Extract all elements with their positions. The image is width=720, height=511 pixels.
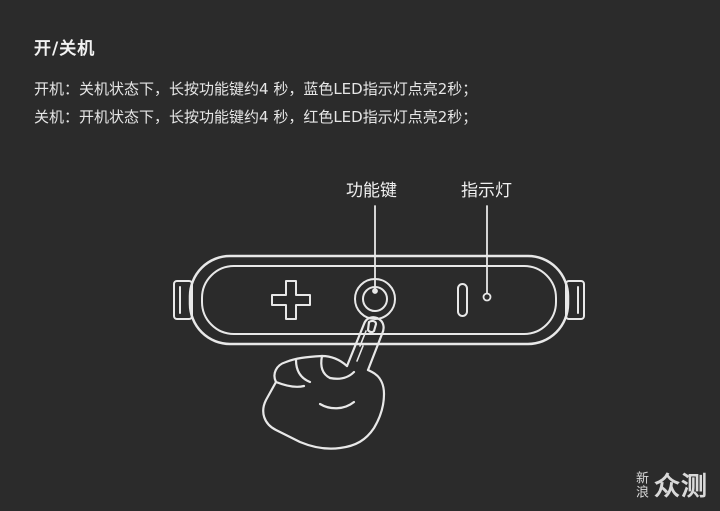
- power-on-instruction: 开机：关机状态下，长按功能键约4 秒，蓝色LED指示灯点亮2秒；: [34, 80, 478, 98]
- pointing-hand-icon: [262, 316, 386, 450]
- left-end-cap: [173, 280, 193, 320]
- device-body-outer: [188, 254, 570, 346]
- right-end-cap: [565, 280, 585, 320]
- watermark-logo: 新浪 众测: [633, 466, 708, 503]
- watermark-big-text: 众测: [653, 472, 708, 502]
- watermark-small-text: 新浪: [632, 470, 648, 499]
- function-key-label: 功能键: [346, 181, 397, 201]
- device-body-inner: [201, 265, 557, 335]
- minus-icon: [457, 283, 468, 317]
- power-off-instruction: 关机：开机状态下，长按功能键约4 秒，红色LED指示灯点亮2秒；: [34, 108, 478, 126]
- indicator-led: [482, 292, 492, 302]
- indicator-light-label: 指示灯: [461, 181, 512, 201]
- plus-icon: [271, 280, 311, 320]
- function-key-callout-line: [372, 205, 378, 294]
- section-title: 开/关机: [34, 39, 96, 59]
